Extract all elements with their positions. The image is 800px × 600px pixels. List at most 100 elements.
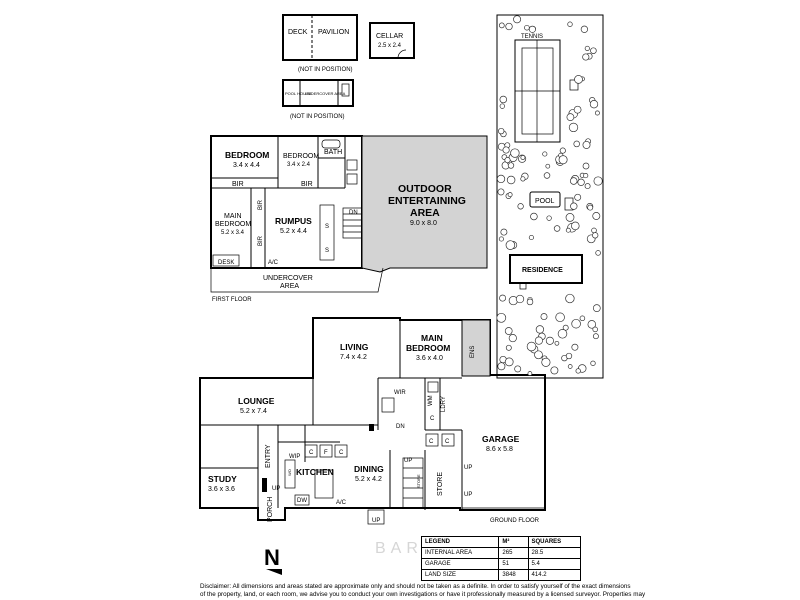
tree-icon [594,110,600,116]
main-bedroom-ff-line2: BEDROOM [215,221,251,228]
tree-icon [499,95,508,104]
c-label-3: C [429,439,434,445]
tree-icon [545,163,551,169]
outdoor-line1: OUTDOOR [398,183,452,195]
tree-icon [540,313,548,321]
tree-icon [504,357,514,367]
legend-header-m2: M² [498,536,529,548]
tree-icon [507,192,513,198]
north-compass: N [264,545,282,575]
legend-cell: LAND SIZE [420,569,500,581]
ac-ff-label: A/C [268,260,279,266]
tree-icon [498,22,505,29]
main-bedroom-ff-line1: MAIN [224,213,242,220]
porch-label: PORCH [267,497,274,522]
tree-icon [582,162,590,170]
tree-icon [554,340,560,346]
up-label-2: UP [272,486,280,492]
tree-icon [583,173,589,179]
legend-cell: 51 [498,558,529,570]
tree-icon [580,25,589,33]
undercover-line1: UNDERCOVER [263,275,313,282]
table-row: LAND SIZE 3848 414.2 [420,569,582,581]
disclaimer-line2: of the property, land, or each room, we … [200,591,646,598]
wo-label: WO [287,469,292,476]
tree-icon [587,204,594,211]
tree-icon [571,343,579,351]
tree-icon [527,371,533,376]
outdoor-dims: 9.0 x 8.0 [410,220,437,227]
tree-icon [558,155,568,165]
tree-icon [510,148,520,158]
residence-label: RESIDENCE [522,267,563,274]
tree-icon [590,47,597,54]
tree-icon [507,162,515,169]
up-label-5: UP [464,492,472,498]
tree-icon [545,336,554,345]
tree-icon [524,24,530,31]
cellar-label: CELLAR [376,33,403,40]
tree-icon [592,326,598,333]
tree-icon [571,318,581,329]
tree-icon [553,225,561,232]
pool-house-label: POOL HOUSE [285,91,312,96]
store-small-label: STORE [416,474,421,488]
not-in-position-1: (NOT IN POSITION) [298,67,353,73]
tree-icon [565,227,571,233]
tree-icon [590,360,596,366]
site-plan: TENNIS POOL RESIDENCE [496,14,604,379]
tree-icon [595,250,601,256]
tree-icon [530,212,538,221]
tree-icon [520,155,526,160]
tree-icon [573,105,582,114]
ac-gf-label: A/C [336,500,347,506]
residence-building [509,254,583,284]
tree-icon [566,113,575,121]
first-floor-label: FIRST FLOOR [212,297,252,303]
pool-area [529,191,561,208]
pool-label: POOL [535,198,555,205]
tree-icon [504,157,511,164]
up-label-1: UP [404,458,412,464]
tree-icon [505,240,516,250]
site-trees [496,15,603,376]
dn-gf-label: DN [396,424,405,430]
garage-dims: 8.6 x 5.8 [486,446,513,453]
living-dims: 7.4 x 4.2 [340,354,367,361]
compass-n: N [264,545,280,570]
tree-icon [528,25,536,33]
tree-icon [557,329,568,339]
tree-icon [504,327,513,335]
living-label: LIVING [340,342,369,352]
pavilion-building: DECK PAVILION [282,14,358,61]
undercover-line2: AREA [280,283,299,290]
tree-icon [591,227,597,234]
main-bedroom-gf-line1: MAIN [421,333,443,343]
ground-floor-label: GROUND FLOOR [490,518,540,524]
not-in-position-2: (NOT IN POSITION) [290,114,345,120]
wip-label: WIP [289,454,300,460]
tree-icon [573,140,580,148]
cellar-building: CELLAR 2.5 x 2.4 [369,22,415,59]
tree-icon [502,146,510,154]
tree-icon [497,188,505,196]
dining-dims: 5.2 x 4.2 [355,476,382,483]
up-label-3: UP [372,518,380,524]
undercover-area-label: UNDERCOVER AREA [305,91,346,96]
rumpus-label: RUMPUS [275,216,312,226]
rumpus-dims: 5.2 x 4.4 [280,228,307,235]
wm-label: WM [428,395,434,406]
tree-icon [570,202,578,210]
main-bedroom-gf-line2: BEDROOM [406,343,450,353]
outdoor-line3: AREA [410,207,440,219]
pool-house-building: POOL HOUSE UNDERCOVER AREA [282,79,354,107]
tree-icon [574,193,582,201]
lounge-label: LOUNGE [238,396,275,406]
tree-icon [546,215,552,221]
tree-icon [592,304,601,312]
tree-icon [565,293,575,304]
tree-icon [498,236,504,242]
pavilion-label: PAVILION [318,29,349,36]
tree-icon [499,294,507,302]
legend-cell: INTERNAL AREA [420,547,500,559]
